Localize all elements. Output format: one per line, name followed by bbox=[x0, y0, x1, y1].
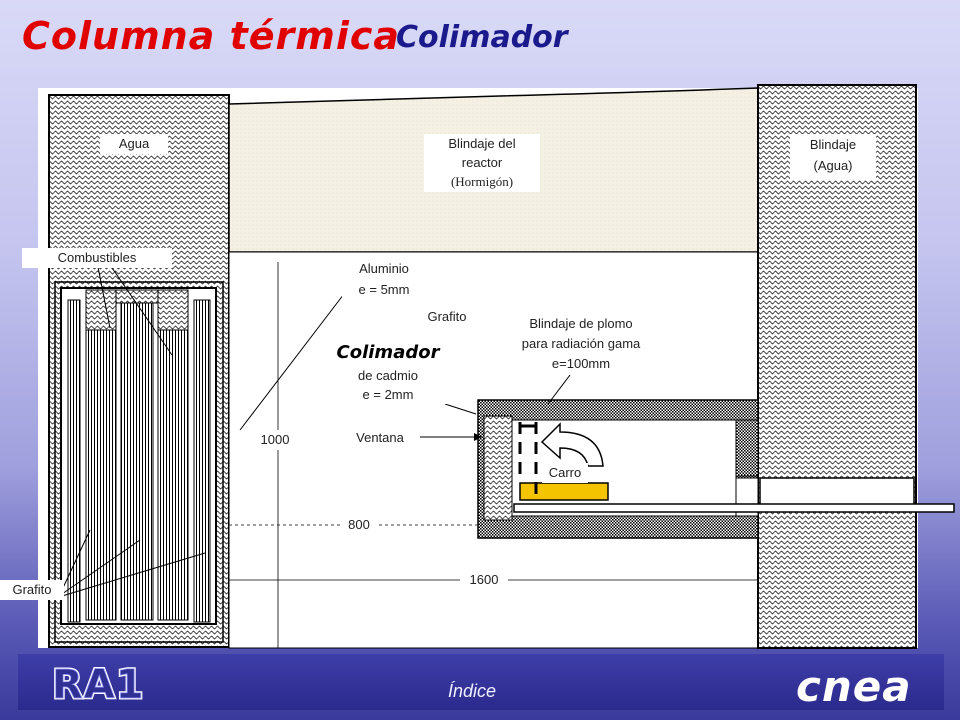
label-blindaje-agua-1: Blindaje bbox=[809, 137, 857, 152]
combustibles-leader-1 bbox=[96, 261, 111, 329]
dimension-800-text: 800 bbox=[348, 517, 370, 532]
label-aluminio-1: Aluminio bbox=[359, 261, 409, 276]
page-title: Columna térmica bbox=[22, 14, 401, 58]
ra1-logo: RA1 RA1 bbox=[51, 661, 146, 707]
label-ventana: Ventana bbox=[342, 428, 418, 448]
label-colimador-name: Colimador bbox=[336, 342, 440, 363]
label-combustibles-text: Combustibles bbox=[57, 250, 137, 265]
label-carro: Carro bbox=[542, 463, 588, 483]
label-blindaje-plomo: Blindaje de plomo para radiación gama e=… bbox=[508, 314, 654, 374]
fuel-rod-1 bbox=[85, 329, 117, 621]
carro-arrow bbox=[540, 422, 604, 467]
water-shield-right bbox=[757, 84, 917, 649]
label-grafito-bottom-text: Grafito bbox=[12, 582, 52, 597]
cavity-right bbox=[735, 419, 759, 477]
label-blindaje-plomo-3: e=100mm bbox=[551, 356, 611, 371]
colimador-leader bbox=[444, 403, 477, 415]
label-agua-text: Agua bbox=[118, 136, 150, 151]
label-grafito-top-text: Grafito bbox=[427, 309, 467, 324]
label-blindaje-reactor: Blindaje del reactor (Hormigón) bbox=[424, 134, 540, 192]
dimension-1000-text: 1000 bbox=[260, 432, 290, 447]
label-blindaje-plomo-1: Blindaje de plomo bbox=[529, 316, 633, 331]
footer-bar bbox=[18, 654, 944, 710]
label-grafito-bottom: Grafito bbox=[0, 580, 64, 600]
grafito-leader-2 bbox=[61, 539, 141, 595]
label-agua: Agua bbox=[100, 134, 168, 154]
grafito-leader-3 bbox=[61, 552, 206, 597]
dimension-1600-text: 1600 bbox=[469, 572, 499, 587]
label-aluminio: Aluminio e = 5mm bbox=[342, 258, 426, 300]
carro-shape bbox=[519, 482, 609, 501]
cnea-logo: cnea bbox=[796, 662, 912, 711]
label-blindaje-plomo-2: para radiación gama bbox=[521, 336, 641, 351]
cavity-left bbox=[483, 415, 513, 521]
label-carro-text: Carro bbox=[548, 465, 582, 480]
fuel-top-1 bbox=[85, 289, 117, 331]
page-subtitle: Colimador bbox=[396, 20, 568, 55]
plomo-leader bbox=[547, 374, 571, 405]
aluminio-leader bbox=[239, 289, 348, 431]
dimension-800: 800 bbox=[340, 515, 378, 535]
label-blindaje-reactor-2: reactor bbox=[461, 155, 503, 170]
svg-text:RA1: RA1 bbox=[52, 662, 145, 706]
svg-text:RA1: RA1 bbox=[52, 662, 145, 706]
fuel-top-3 bbox=[115, 289, 159, 304]
label-grafito-top: Grafito bbox=[410, 307, 484, 327]
label-blindaje-reactor-3: (Hormigón) bbox=[450, 174, 514, 189]
label-combustibles: Combustibles bbox=[22, 248, 172, 268]
fuel-rod-4 bbox=[193, 299, 211, 623]
fuel-top-2 bbox=[157, 289, 189, 331]
water-shield-gap bbox=[759, 477, 915, 507]
fuel-rod-5 bbox=[120, 302, 154, 621]
rail bbox=[513, 503, 955, 513]
dimension-1600: 1600 bbox=[460, 570, 508, 590]
label-blindaje-agua-2: (Agua) bbox=[813, 158, 853, 173]
label-colimador-line2: e = 2mm bbox=[362, 387, 414, 402]
label-colimador: Colimador de cadmio e = 2mm bbox=[314, 340, 462, 404]
combustibles-leader-2 bbox=[107, 261, 173, 356]
grafito-leader-1 bbox=[61, 529, 91, 591]
indice-link[interactable]: Índice bbox=[448, 681, 497, 701]
label-colimador-line1: de cadmio bbox=[358, 368, 418, 383]
dimension-1000: 1000 bbox=[254, 430, 296, 450]
label-blindaje-agua: Blindaje (Agua) bbox=[790, 134, 876, 180]
label-aluminio-2: e = 5mm bbox=[358, 282, 410, 297]
label-ventana-text: Ventana bbox=[356, 430, 404, 445]
label-blindaje-reactor-1: Blindaje del bbox=[448, 136, 516, 151]
fuel-rod-2 bbox=[157, 329, 189, 621]
fuel-rod-3 bbox=[67, 299, 81, 623]
